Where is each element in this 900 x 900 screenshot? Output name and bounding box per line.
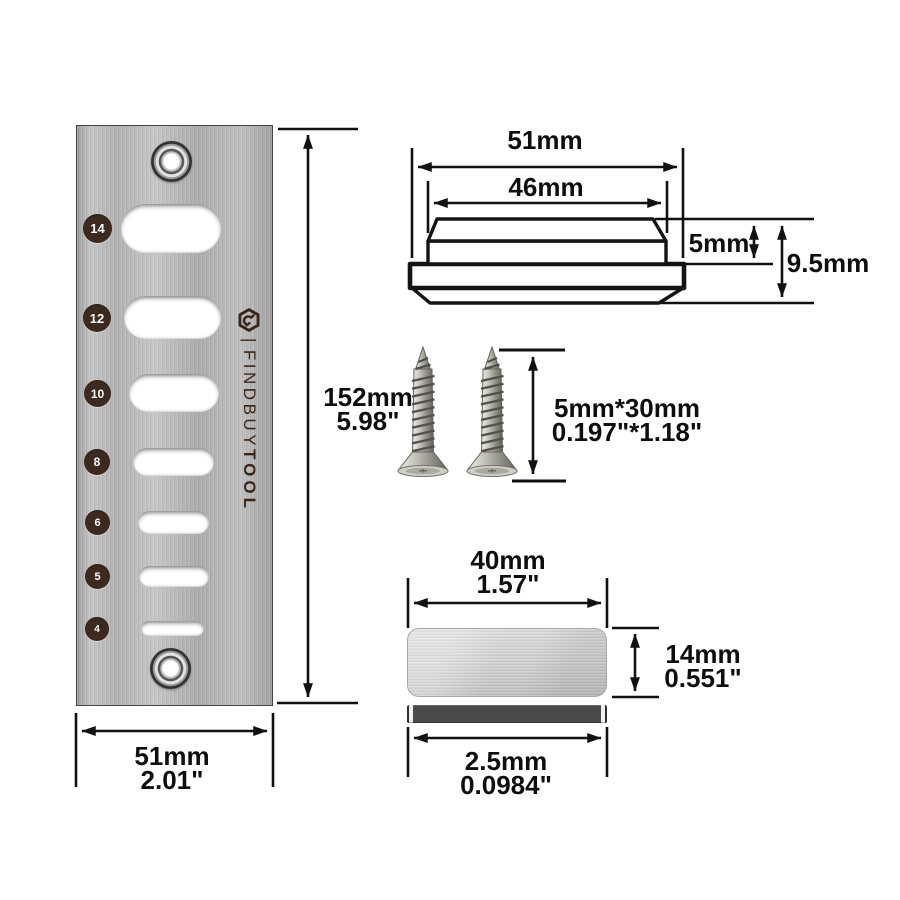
hexagon-wrench-icon bbox=[238, 308, 260, 332]
size-badge: 6 bbox=[85, 510, 110, 535]
strip-thickness-mm: 2.5mm bbox=[464, 746, 548, 776]
side-view-insert-width-label: 46mm bbox=[508, 172, 584, 202]
plate-width-inch: 2.01" bbox=[140, 765, 204, 795]
backing-width-mm: 40mm bbox=[470, 545, 546, 575]
brand-logo-text: | FINDBUYTOOL bbox=[239, 338, 259, 512]
plate-height-inch: 5.98" bbox=[336, 406, 400, 436]
slot-5 bbox=[139, 566, 209, 587]
strip-thickness-label: 2.5mm 0.0984" bbox=[460, 746, 552, 800]
size-badge: 12 bbox=[83, 304, 111, 332]
slot-12 bbox=[124, 296, 221, 339]
brand-name-regular: FINDBUY bbox=[240, 349, 259, 450]
screw-size-inch: 0.197"*1.18" bbox=[551, 417, 703, 447]
backing-height-dimension bbox=[612, 626, 659, 699]
size-badge: 4 bbox=[85, 617, 109, 641]
brand-separator: | bbox=[240, 338, 259, 346]
size-badge: 14 bbox=[83, 214, 112, 243]
backing-height-mm: 14mm bbox=[665, 639, 741, 669]
slot-14 bbox=[121, 204, 221, 253]
strip-thickness-inch: 0.0984" bbox=[460, 770, 552, 800]
screw-hole-top bbox=[151, 141, 192, 182]
plate-width-mm: 51mm bbox=[134, 741, 210, 771]
backing-width-label: 40mm 1.57" bbox=[470, 545, 546, 599]
screw-size-mm: 5mm*30mm bbox=[554, 393, 700, 423]
slot-6 bbox=[138, 511, 209, 534]
jig-plate-front-view: 14 12 10 8 6 5 4 bbox=[76, 125, 273, 706]
screw-right bbox=[465, 345, 519, 478]
side-view-51mm-dimension bbox=[410, 148, 685, 258]
plate-height-mm: 152mm bbox=[323, 382, 413, 412]
size-badge: 10 bbox=[84, 380, 111, 407]
plate-side-view-drawing bbox=[407, 148, 814, 305]
side-view-overall-width-label: 51mm bbox=[507, 125, 583, 155]
backing-plate-image bbox=[407, 628, 607, 697]
slot-10 bbox=[129, 374, 219, 412]
brand-name-bold: TOOL bbox=[240, 449, 259, 512]
slot-8 bbox=[133, 448, 214, 476]
rubber-strip-image bbox=[407, 705, 607, 723]
side-view-overall-height-label: 9.5mm bbox=[786, 248, 870, 278]
screw-size-label: 5mm*30mm 0.197"*1.18" bbox=[551, 393, 703, 447]
backing-width-inch: 1.57" bbox=[476, 569, 540, 599]
slot-4 bbox=[141, 621, 204, 636]
plate-width-label: 51mm 2.01" bbox=[134, 741, 210, 795]
plate-height-label: 152mm 5.98" bbox=[323, 382, 413, 436]
size-badge: 8 bbox=[84, 449, 110, 475]
side-view-insert-height-label: 5mm bbox=[688, 228, 750, 258]
backing-height-label: 14mm 0.551" bbox=[664, 639, 742, 693]
screw-hole-bottom bbox=[150, 648, 191, 689]
size-badge: 5 bbox=[85, 564, 110, 589]
backing-height-inch: 0.551" bbox=[664, 663, 742, 693]
